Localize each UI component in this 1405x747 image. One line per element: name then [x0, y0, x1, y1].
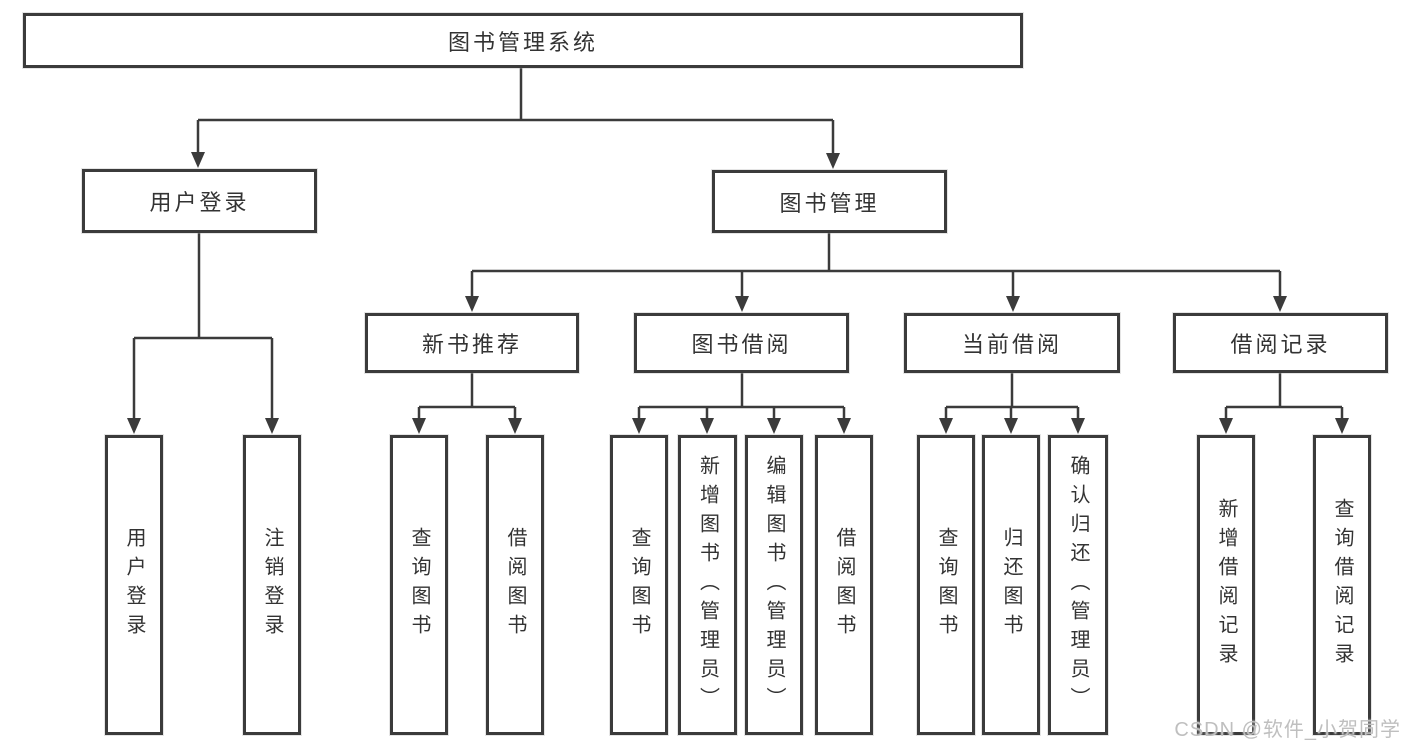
leaf-logout-label: 注销登录	[261, 527, 283, 643]
node-book-management-label: 图书管理	[779, 190, 880, 216]
leaf-edit-books-admin: 编辑图书（管理员）	[745, 435, 803, 735]
leaf-add-books-admin-label: 新增图书（管理员）	[696, 454, 719, 716]
leaf-add-borrow-record-label: 新增借阅记录	[1215, 498, 1237, 672]
leaf-recommend-borrow-books: 借阅图书	[486, 435, 544, 735]
leaf-user-login-label: 用户登录	[123, 527, 145, 643]
leaf-confirm-return-admin-label: 确认归还（管理员）	[1067, 454, 1089, 716]
node-book-management: 图书管理	[712, 170, 947, 233]
leaf-borrowing-query-books: 查询图书	[610, 435, 668, 735]
arrowheads	[127, 152, 1349, 434]
node-book-borrowing-label: 图书借阅	[691, 332, 792, 357]
leaf-user-login: 用户登录	[105, 435, 163, 735]
leaf-current-query-books: 查询图书	[917, 435, 975, 735]
node-new-book-recommend: 新书推荐	[365, 313, 579, 373]
leaf-return-books: 归还图书	[982, 435, 1040, 735]
leaf-add-books-admin: 新增图书（管理员）	[678, 435, 737, 735]
leaf-query-borrow-record: 查询借阅记录	[1313, 435, 1371, 735]
leaf-recommend-borrow-books-label: 借阅图书	[504, 527, 526, 643]
leaf-return-books-label: 归还图书	[1000, 527, 1022, 643]
leaf-borrowing-borrow-books: 借阅图书	[815, 435, 873, 735]
leaf-edit-books-admin-label: 编辑图书（管理员）	[763, 454, 785, 716]
node-borrow-records-label: 借阅记录	[1230, 332, 1331, 357]
leaf-borrowing-query-books-label: 查询图书	[628, 527, 650, 643]
leaf-confirm-return-admin: 确认归还（管理员）	[1048, 435, 1108, 735]
node-root-system: 图书管理系统	[23, 13, 1023, 68]
node-new-book-recommend-label: 新书推荐	[421, 332, 522, 357]
node-user-login: 用户登录	[82, 169, 317, 233]
leaf-current-query-books-label: 查询图书	[935, 527, 957, 643]
leaf-query-borrow-record-label: 查询借阅记录	[1331, 498, 1353, 672]
node-user-login-label: 用户登录	[149, 190, 250, 215]
leaf-borrowing-borrow-books-label: 借阅图书	[833, 527, 855, 643]
node-book-borrowing: 图书借阅	[634, 313, 849, 373]
tree-edges	[132, 68, 1344, 419]
leaf-logout: 注销登录	[243, 435, 301, 735]
node-current-borrowing-label: 当前借阅	[961, 332, 1062, 357]
leaf-recommend-query-books-label: 查询图书	[408, 527, 430, 643]
leaf-add-borrow-record: 新增借阅记录	[1197, 435, 1255, 735]
csdn-watermark: CSDN @软件_小贺同学	[1174, 719, 1401, 741]
node-current-borrowing: 当前借阅	[904, 313, 1120, 373]
node-borrow-records: 借阅记录	[1173, 313, 1388, 373]
leaf-recommend-query-books: 查询图书	[390, 435, 448, 735]
node-root-label: 图书管理系统	[447, 29, 598, 55]
